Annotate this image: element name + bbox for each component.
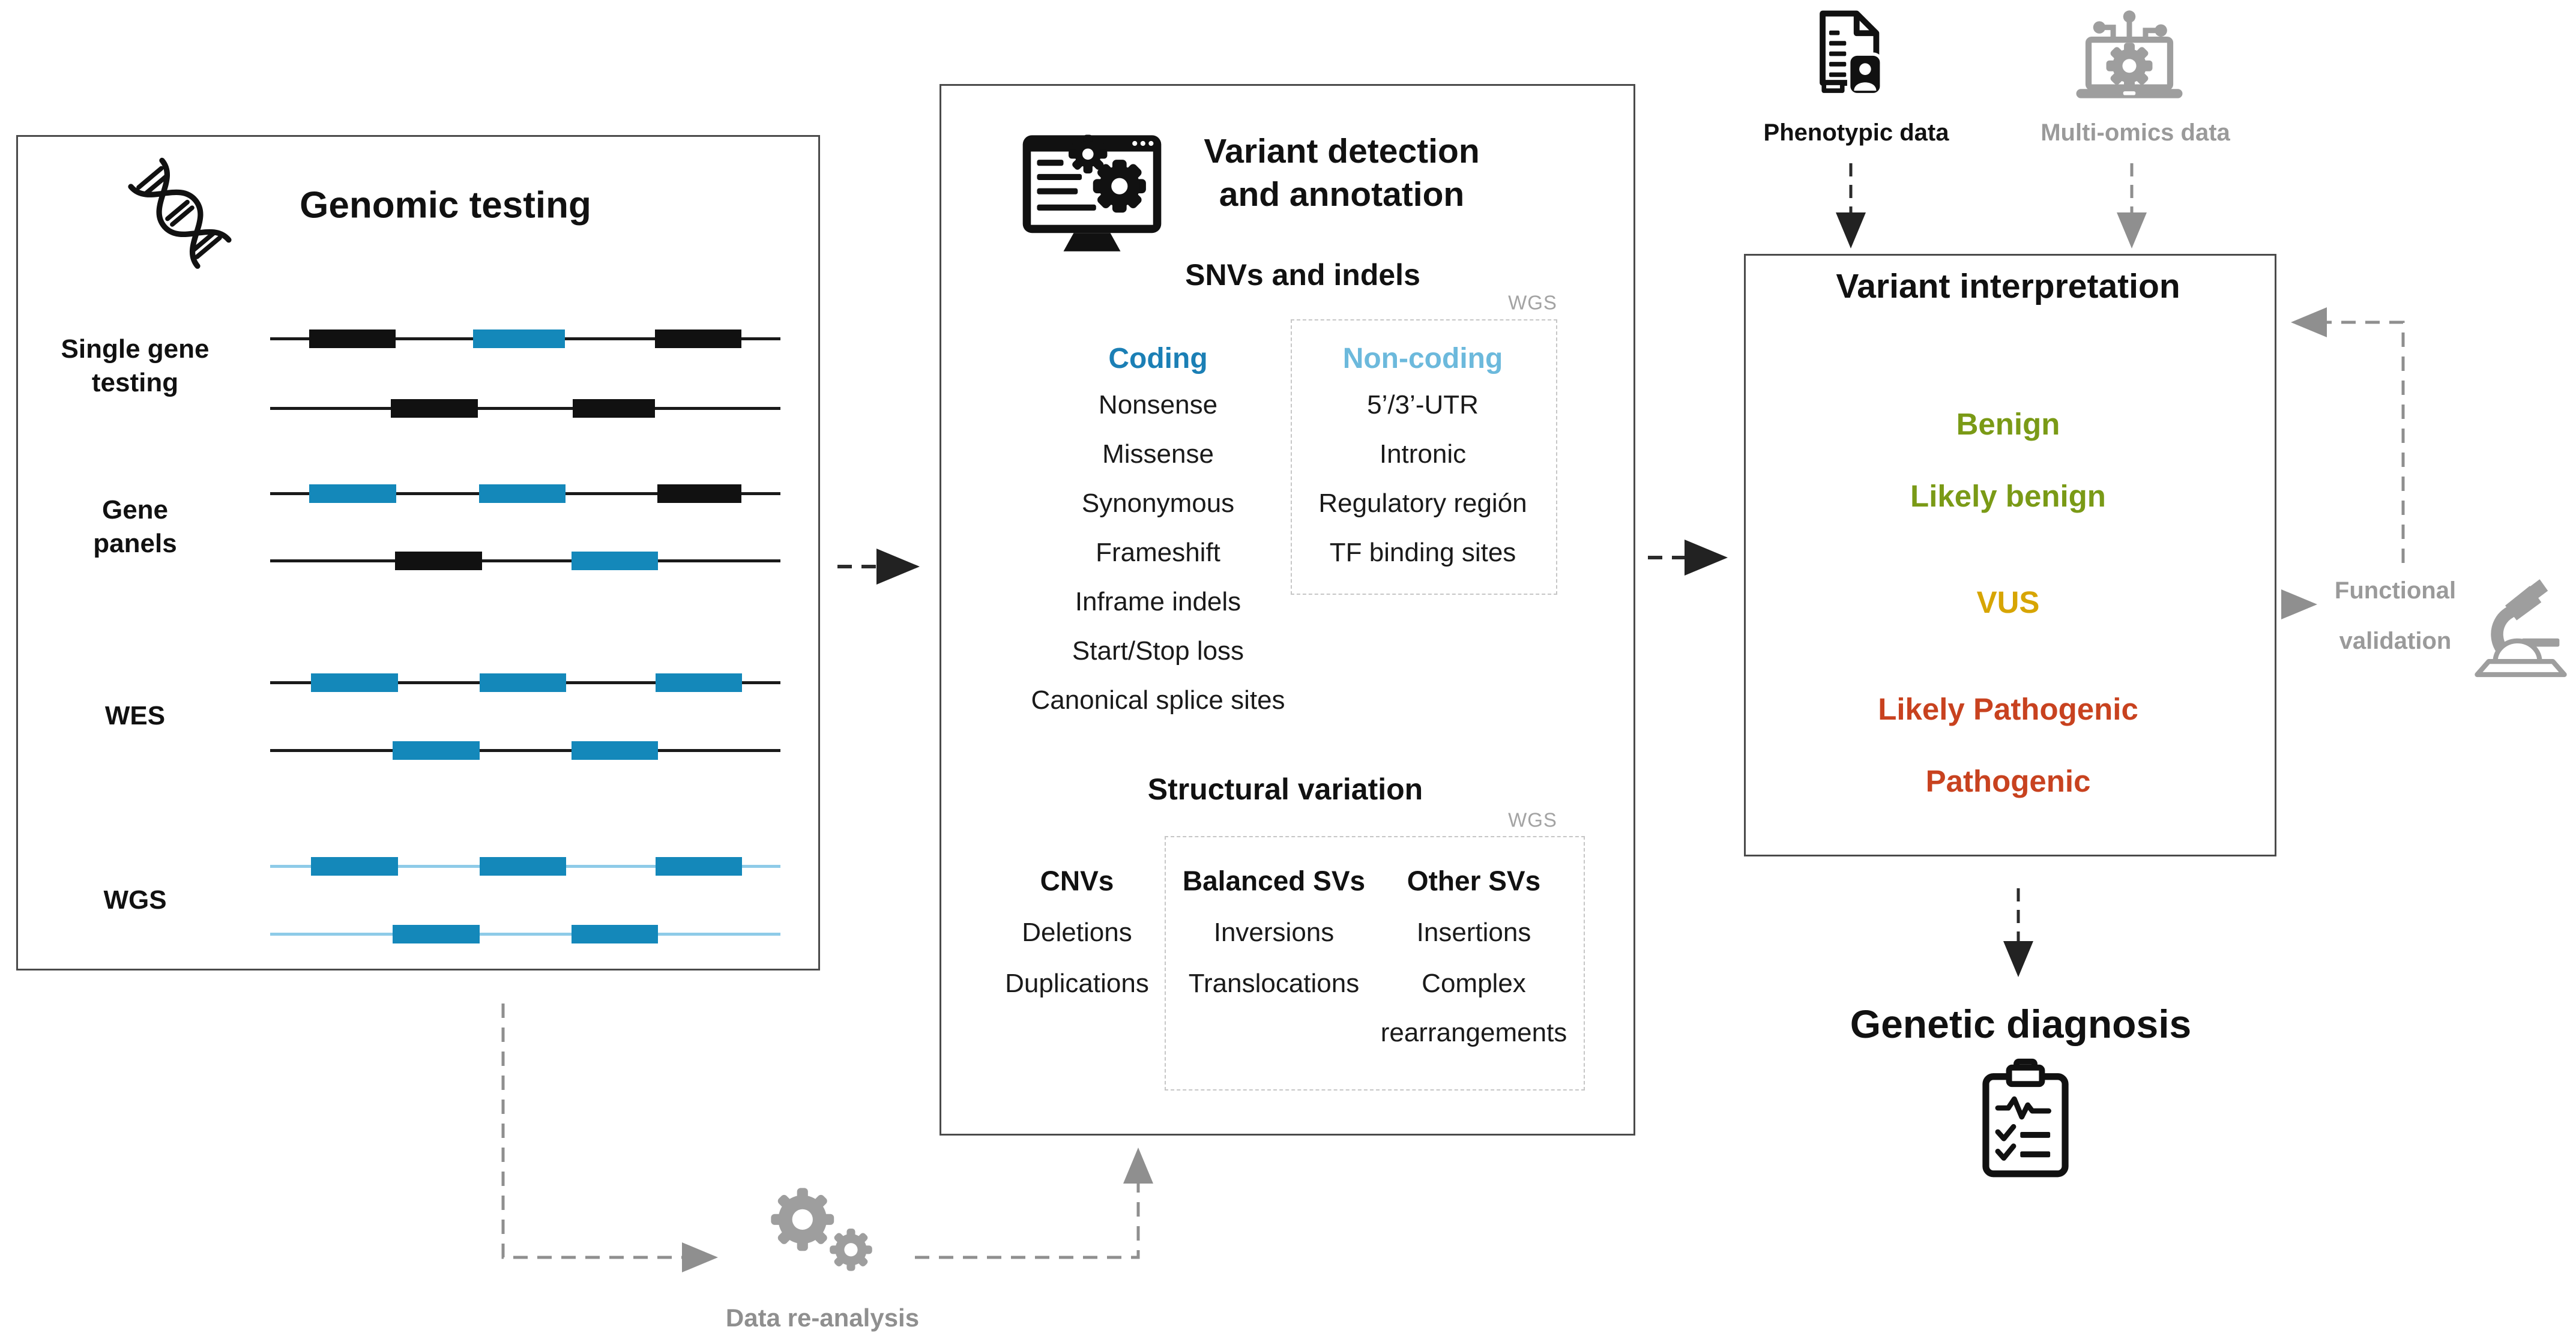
- gene-track: [270, 741, 780, 760]
- variant-detection-box: [940, 84, 1635, 1136]
- variant-interpretation-box: [1744, 254, 2276, 856]
- noncoding-item: Intronic: [1379, 439, 1467, 469]
- dna-icon: [128, 157, 232, 269]
- data-reanalysis-label: Data re-analysis: [725, 1303, 920, 1332]
- gene-line: [270, 559, 780, 562]
- variant-detection-title: Variant detection and annotation: [1204, 132, 1480, 214]
- wgs-tag-snv: WGS: [1508, 291, 1557, 314]
- exon-block: [473, 329, 566, 348]
- arrow-reanalysis-to-detection: [915, 1148, 1153, 1259]
- exon-block: [655, 673, 743, 692]
- noncoding-item: Regulatory región: [1318, 489, 1527, 518]
- classification-pathogenic: Pathogenic: [1925, 764, 2091, 798]
- genetic-diagnosis-title: Genetic diagnosis: [1850, 1001, 2192, 1046]
- exon-block: [311, 856, 398, 876]
- exon-block: [571, 551, 658, 570]
- sv-column-header: Other SVs: [1407, 865, 1541, 897]
- exon-block: [311, 673, 398, 692]
- exon-block: [395, 551, 482, 570]
- wgs-tag-sv: WGS: [1508, 808, 1557, 831]
- gene-row-label: Gene panels: [93, 495, 177, 558]
- sv-wgs-dashed-box: [1165, 836, 1585, 1091]
- sv-column-header: Balanced SVs: [1182, 865, 1366, 897]
- exon-block: [571, 741, 658, 760]
- noncoding-item: 5’/3’-UTR: [1367, 390, 1479, 420]
- coding-item: Start/Stop loss: [1072, 636, 1244, 666]
- coding-item: Synonymous: [1081, 489, 1235, 518]
- monitor-gear-icon: [1022, 134, 1162, 251]
- exon-block: [654, 329, 742, 348]
- sv-item: Duplications: [1005, 969, 1149, 998]
- classification-likely-pathogenic: Likely Pathogenic: [1878, 692, 2138, 726]
- gene-row-label: WES: [104, 701, 166, 730]
- exon-block: [657, 484, 741, 503]
- snv-heading: SNVs and indels: [1185, 257, 1420, 292]
- reanalysis-gears-icon: [771, 1188, 872, 1271]
- exon-block: [309, 329, 396, 348]
- noncoding-header: Non-coding: [1342, 343, 1503, 375]
- phenotypic-data-icon: [1820, 10, 1883, 97]
- exon-block: [479, 856, 566, 876]
- gene-line: [270, 406, 780, 410]
- classification-likely-benign: Likely benign: [1910, 479, 2106, 513]
- coding-item: Inframe indels: [1075, 587, 1241, 616]
- gene-track: [270, 924, 780, 943]
- gene-track: [270, 673, 780, 692]
- exon-block: [479, 673, 566, 692]
- exon-block: [393, 741, 480, 760]
- noncoding-wgs-dashed-box: [1291, 319, 1557, 595]
- sv-item: Complex rearrangements: [1380, 969, 1567, 1047]
- sv-item: Translocations: [1188, 969, 1360, 998]
- gene-line: [270, 748, 780, 752]
- classification-vus: VUS: [1976, 585, 2040, 619]
- sv-heading: Structural variation: [1147, 772, 1423, 806]
- gene-track: [270, 484, 780, 503]
- gene-row-label: WGS: [103, 885, 167, 915]
- multi-omics-label: Multi-omics data: [2041, 119, 2230, 146]
- sv-item: Insertions: [1416, 918, 1531, 947]
- gene-track: [270, 856, 780, 876]
- gene-track: [270, 329, 780, 348]
- functional-validation-label: Functional validation: [2334, 577, 2457, 654]
- gene-row-label: Single gene testing: [61, 334, 210, 397]
- arrow-genomic-to-reanalysis: [501, 1004, 718, 1272]
- gene-track: [270, 551, 780, 570]
- coding-item: Missense: [1102, 439, 1214, 469]
- exon-block: [571, 924, 658, 943]
- coding-header: Coding: [1108, 343, 1208, 375]
- variant-interpretation-title: Variant interpretation: [1836, 267, 2180, 305]
- classification-benign: Benign: [1956, 407, 2060, 441]
- exon-block: [655, 856, 743, 876]
- exon-block: [573, 399, 655, 418]
- arrow-functional-validation-feedback: [2291, 307, 2405, 563]
- sv-column-header: CNVs: [1040, 865, 1114, 897]
- gene-line: [270, 932, 780, 936]
- phenotypic-data-label: Phenotypic data: [1763, 119, 1949, 146]
- sv-item: Deletions: [1022, 918, 1132, 947]
- coding-item: Canonical splice sites: [1031, 685, 1285, 715]
- microscope-icon: [2475, 579, 2567, 678]
- exon-block: [393, 924, 480, 943]
- gene-track: [270, 399, 780, 418]
- coding-item: Nonsense: [1098, 390, 1218, 420]
- genomic-testing-title: Genomic testing: [300, 184, 591, 226]
- noncoding-item: TF binding sites: [1329, 538, 1516, 567]
- exon-block: [478, 484, 566, 503]
- sv-item: Inversions: [1213, 918, 1335, 947]
- multi-omics-icon: [2076, 10, 2183, 98]
- coding-item: Frameshift: [1096, 538, 1220, 567]
- exon-block: [309, 484, 396, 503]
- exon-block: [391, 399, 478, 418]
- diagnosis-clipboard-icon: [1982, 1058, 2069, 1178]
